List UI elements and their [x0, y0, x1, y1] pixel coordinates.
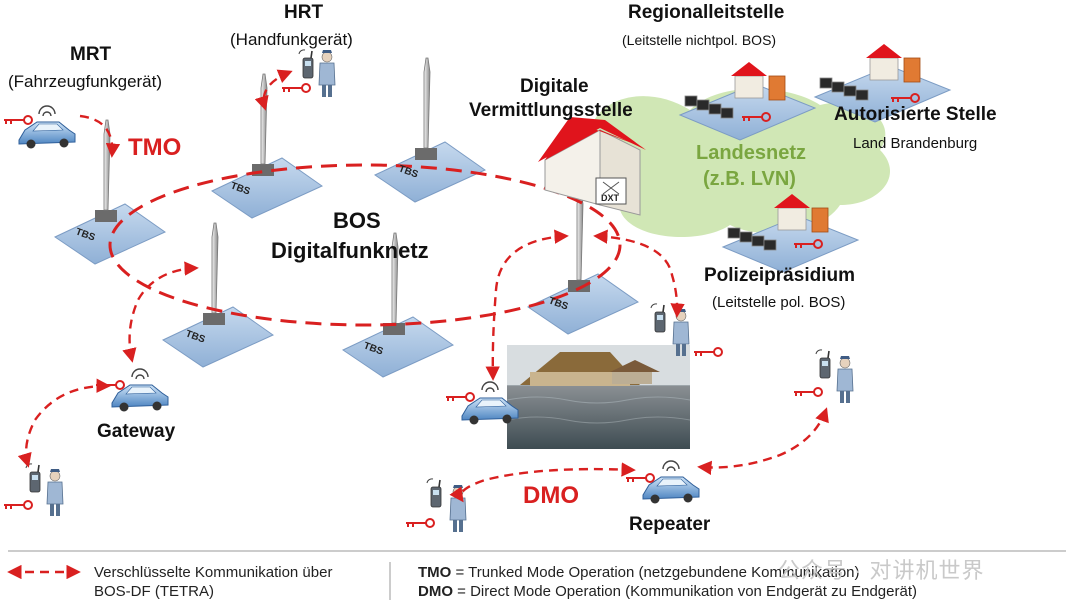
dxt-label: DXT [601, 193, 620, 203]
authorised-subtitle: Land Brandenburg [853, 135, 978, 152]
legend-tmo-def: = Trunked Mode Operation (netzgebundene … [451, 564, 860, 581]
mrt-vehicle-icon [18, 105, 76, 150]
key-icon [445, 392, 475, 402]
legend-dmo-row: DMO = Direct Mode Operation (Kommunikati… [418, 582, 917, 601]
police-title: Polizeipräsidium [704, 265, 855, 286]
legend-definitions: TMO = Trunked Mode Operation (netzgebund… [418, 563, 917, 601]
person-icon [45, 467, 65, 518]
exchange-title-line1: Digitale [520, 76, 589, 97]
key-icon [405, 518, 435, 528]
handheld-radio-icon [25, 463, 41, 493]
bos-title-line1: BOS [333, 208, 381, 233]
hrt-title: HRT [284, 2, 324, 23]
legend-arrow-line1: Verschlüsselte Kommunikation über [94, 564, 333, 581]
repeater-label: Repeater [629, 514, 711, 535]
key-icon [3, 500, 33, 510]
exchange-building [538, 117, 646, 216]
handheld-radio-icon [815, 349, 831, 379]
gateway-label: Gateway [97, 421, 176, 442]
landesnetz-line1: Landesnetz [696, 142, 807, 164]
tbs-tower-lower-left [162, 222, 274, 368]
legend-tmo-abbr: TMO [418, 564, 452, 581]
exchange-title-line2: Vermittlungsstelle [469, 100, 633, 121]
legend-tmo-row: TMO = Trunked Mode Operation (netzgebund… [418, 563, 917, 582]
authorised-title: Autorisierte Stelle [834, 104, 997, 125]
gateway-vehicle-icon [111, 368, 169, 413]
person-icon [835, 354, 855, 405]
key-icon [3, 115, 33, 125]
regional-title: Regionalleitstelle [628, 2, 785, 23]
legend-arrow-text: Verschlüsselte Kommunikation über BOS-DF… [94, 563, 332, 601]
key-icon [793, 387, 823, 397]
police-subtitle: (Leitstelle pol. BOS) [712, 294, 846, 311]
key-icon [693, 347, 723, 357]
mrt-title: MRT [70, 44, 112, 65]
communication-arrows [17, 69, 829, 503]
mrt-subtitle: (Fahrzeugfunkgerät) [8, 72, 163, 91]
legend-dmo-def: = Direct Mode Operation (Kommunikation v… [453, 583, 917, 600]
tbs-tower-top [211, 73, 323, 219]
handheld-radio-icon [298, 49, 314, 79]
handheld-radio-icon [650, 303, 666, 333]
dmo-label: DMO [523, 482, 579, 509]
landesnetz-cloud [581, 88, 891, 237]
legend-arrow-line2: BOS-DF (TETRA) [94, 583, 214, 600]
handheld-radio-icon [426, 478, 442, 508]
hrt-subtitle: (Handfunkgerät) [230, 30, 353, 49]
key-icon [625, 473, 655, 483]
key-icon [281, 83, 311, 93]
flood-photo [506, 345, 691, 449]
landesnetz-line2: (z.B. LVN) [703, 168, 796, 190]
regional-subtitle: (Leitstelle nichtpol. BOS) [622, 32, 777, 48]
tbs-tower-upper-right [374, 57, 486, 203]
bos-title-line2: Digitalfunknetz [271, 238, 429, 263]
tmo-label: TMO [128, 134, 182, 161]
watermark: 公众号 · 对讲机世界 [778, 558, 985, 583]
person-icon [317, 48, 337, 99]
legend-dmo-abbr: DMO [418, 583, 453, 600]
